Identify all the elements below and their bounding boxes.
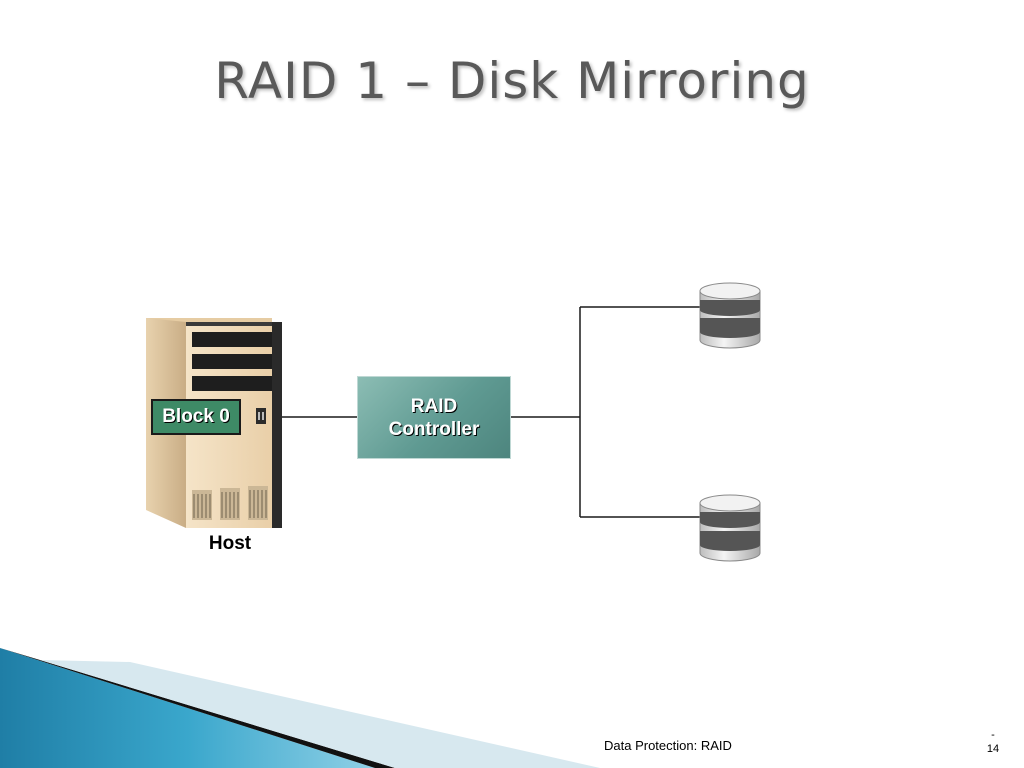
page-number: - 14	[978, 728, 1008, 756]
footer-text: Data Protection: RAID	[604, 738, 732, 753]
decorative-corner-bands	[0, 648, 600, 768]
page-dash: -	[991, 729, 995, 741]
block-0-text: Block 0	[162, 406, 230, 427]
raid-controller-text: RAID Controller	[388, 395, 480, 440]
slide-title: RAID 1 – Disk Mirroring	[214, 52, 810, 110]
page-number-value: 14	[986, 743, 1000, 755]
connector-lines	[281, 306, 700, 518]
disk-top-icon	[699, 282, 761, 349]
host-label: Host	[208, 533, 252, 554]
raid-controller-box: RAID Controller	[357, 376, 511, 459]
block-0-label: Block 0	[151, 399, 241, 435]
disk-bottom-icon	[699, 494, 761, 562]
